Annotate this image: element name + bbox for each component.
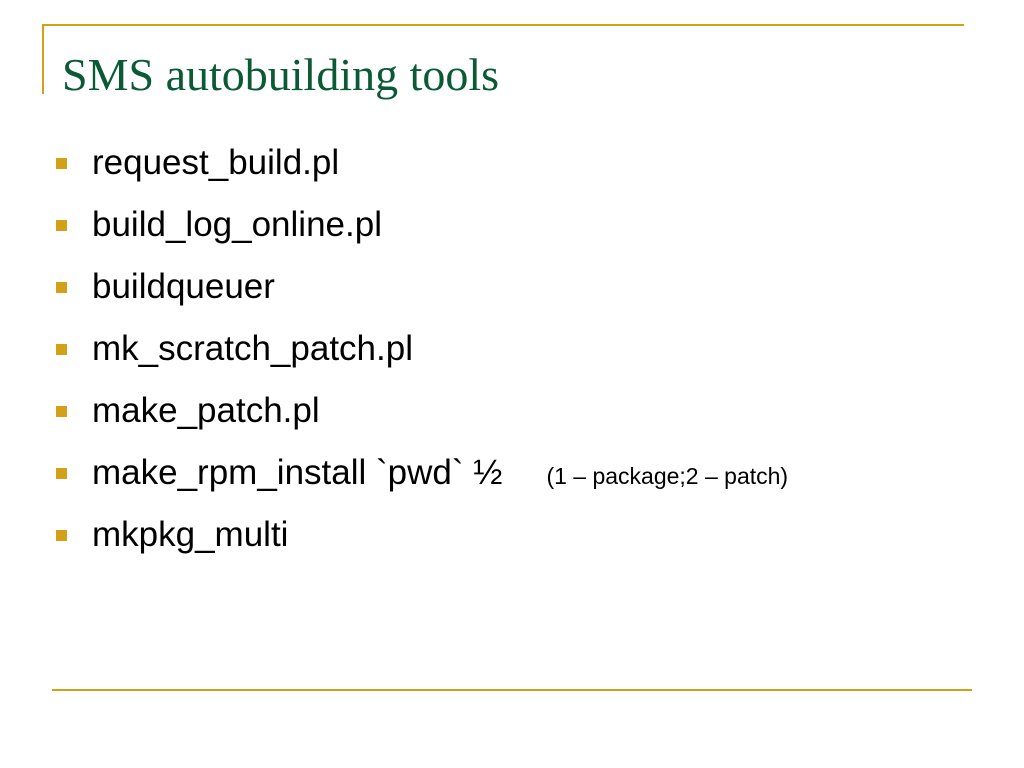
- square-bullet-icon: [56, 529, 67, 541]
- bullet-text: build_log_online.pl: [92, 205, 382, 244]
- bullet-text: make_rpm_install `pwd` ½: [92, 453, 503, 492]
- square-bullet-icon: [56, 219, 67, 231]
- left-rule: [42, 24, 44, 94]
- bullet-text: request_build.pl: [92, 143, 340, 182]
- list-item: make_patch.pl: [56, 380, 788, 442]
- list-item: make_rpm_install `pwd` ½ (1 – package;2 …: [56, 442, 788, 504]
- bullet-list: request_build.pl build_log_online.pl bui…: [56, 132, 788, 566]
- slide-title: SMS autobuilding tools: [62, 49, 500, 100]
- bullet-text: buildqueuer: [92, 267, 275, 306]
- square-bullet-icon: [56, 157, 67, 169]
- bullet-note: (1 – package;2 – patch): [546, 462, 789, 489]
- list-item: build_log_online.pl: [56, 194, 788, 256]
- square-bullet-icon: [56, 281, 67, 293]
- list-item: request_build.pl: [56, 132, 788, 194]
- square-bullet-icon: [56, 467, 67, 479]
- square-bullet-icon: [56, 405, 67, 417]
- list-item: mkpkg_multi: [56, 504, 788, 566]
- square-bullet-icon: [56, 343, 67, 355]
- list-item: mk_scratch_patch.pl: [56, 318, 788, 380]
- bullet-text: make_patch.pl: [92, 391, 320, 430]
- bullet-text: mk_scratch_patch.pl: [92, 329, 413, 368]
- list-item: buildqueuer: [56, 256, 788, 318]
- bottom-rule: [52, 689, 972, 691]
- bullet-text: mkpkg_multi: [92, 515, 289, 554]
- top-rule: [42, 24, 964, 26]
